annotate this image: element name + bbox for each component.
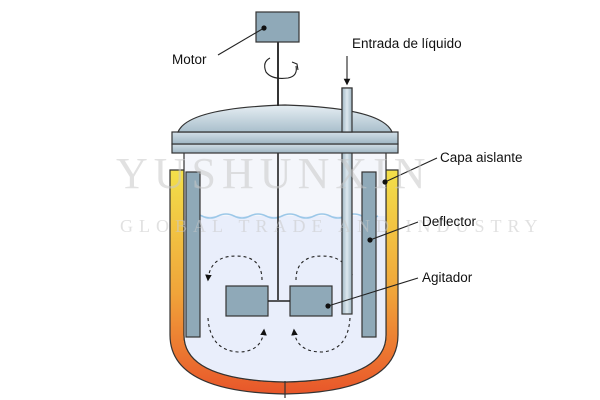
impeller-leader-dot <box>325 303 331 309</box>
watermark-line1: YUSHUNXIN <box>116 149 432 198</box>
impeller-blade-right <box>289 285 333 317</box>
liquid <box>185 216 385 381</box>
label-motor: Motor <box>172 52 207 67</box>
rotation-arrow-icon <box>264 57 299 79</box>
baffle-left <box>185 171 201 338</box>
jacket-leader <box>384 157 438 183</box>
label-impeller: Agitador <box>422 270 473 285</box>
impeller-leader <box>327 277 419 307</box>
impeller-blade-left <box>225 285 269 317</box>
vessel-flange-upper <box>171 131 399 145</box>
baffle-leader-dot <box>367 237 373 243</box>
motor-leader <box>217 27 265 56</box>
baffle-right <box>361 171 377 338</box>
label-insulating-jacket: Capa aislante <box>440 150 523 165</box>
baffle-leader <box>369 221 419 241</box>
flow-arrows <box>205 255 353 353</box>
label-liquid-inlet: Entrada de líquido <box>352 36 462 51</box>
vessel-lid <box>177 104 393 133</box>
watermark-line2: GLOBAL TRADE AND INDUSTRY <box>120 216 544 236</box>
label-baffle: Deflector <box>422 214 477 229</box>
liquid-inlet-pipe-top <box>341 87 353 133</box>
motor-leader-dot <box>261 25 267 31</box>
jacket-leader-dot <box>382 179 388 185</box>
